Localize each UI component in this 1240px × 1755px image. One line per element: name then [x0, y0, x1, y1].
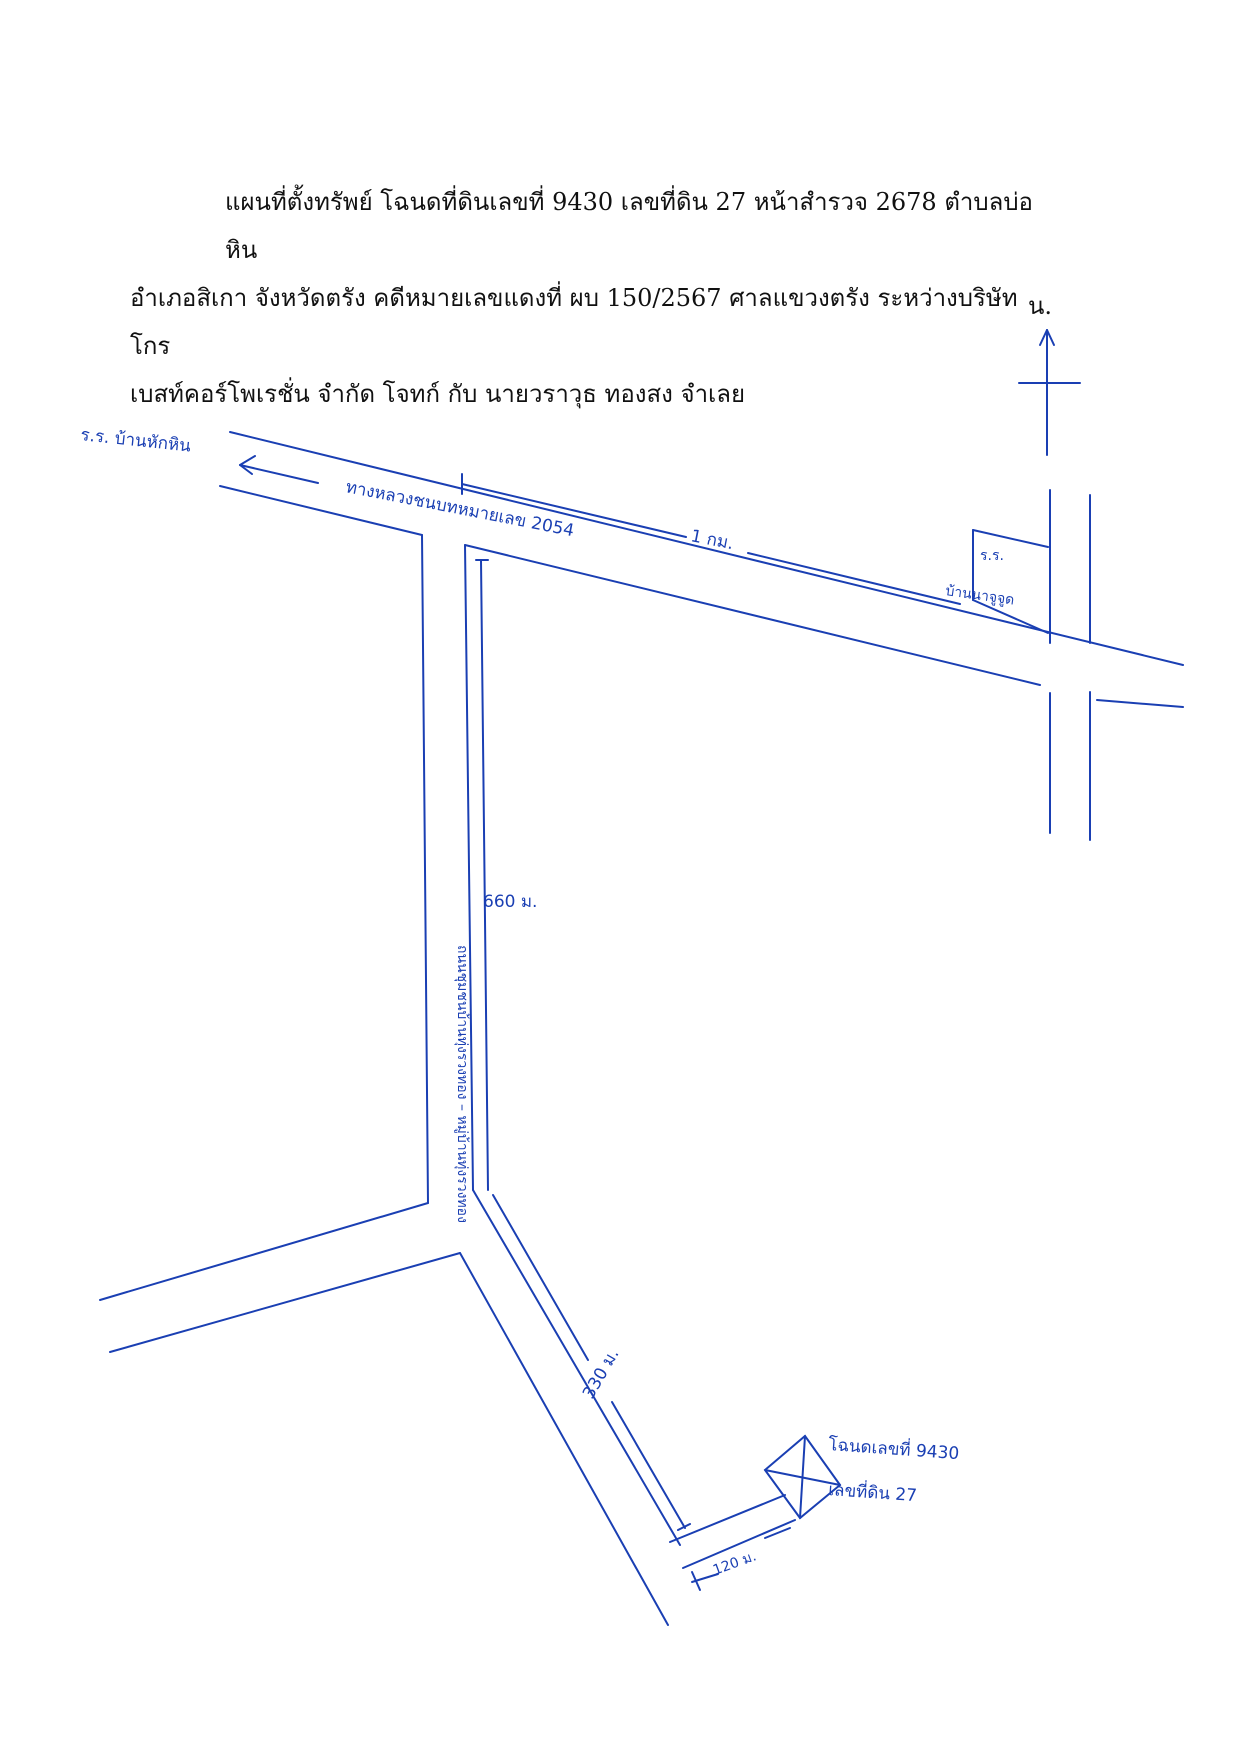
label-distance-660m: 660 ม.: [483, 892, 537, 912]
spur-road: [669, 1494, 796, 1591]
document-title-block: แผนที่ตั้งทรัพย์ โฉนดที่ดินเลขที่ 9430 เ…: [130, 178, 1060, 418]
school-east-box: [972, 529, 1049, 634]
north-arrow-icon: [1018, 329, 1081, 456]
dimension-660m: [475, 559, 489, 1191]
title-line-2: อำเภอสิเกา จังหวัดตรัง คดีหมายเลขแดงที่ …: [130, 284, 1018, 360]
label-school-east-2: บ้านนาจูจูด: [944, 583, 1015, 608]
label-local-road: ถนนชุมชนบ้านทุ่งรวงทอง – หมู่บ้านทุ่งรวง…: [454, 945, 470, 1223]
highway-road: [219, 431, 1184, 708]
label-parcel-lot: เลขที่ดิน 27: [828, 1477, 918, 1506]
dimension-1km: [461, 473, 961, 605]
north-label: น.: [1028, 292, 1053, 320]
north-south-road-east: [1049, 489, 1091, 841]
local-road: [99, 534, 681, 1626]
title-line-1: แผนที่ตั้งทรัพย์ โฉนดที่ดินเลขที่ 9430 เ…: [225, 188, 1033, 264]
label-distance-1km: 1 กม.: [689, 526, 735, 554]
left-arrow-icon: [239, 455, 319, 484]
parcel-cross-icon: [763, 1434, 842, 1520]
label-highway: ทางหลวงชนบทหมายเลข 2054: [344, 477, 576, 541]
dimension-330m: [492, 1194, 691, 1531]
label-school-east-1: ร.ร.: [980, 548, 1004, 564]
title-line-3: เบสท์คอร์โพเรชั่น จำกัด โจทก์ กับ นายวรา…: [130, 380, 746, 408]
label-parcel-deed: โฉนดเลขที่ 9430: [828, 1432, 960, 1464]
label-school-west: ร.ร. บ้านหักหิน: [79, 425, 192, 457]
label-distance-330m: 330 ม.: [579, 1345, 624, 1402]
